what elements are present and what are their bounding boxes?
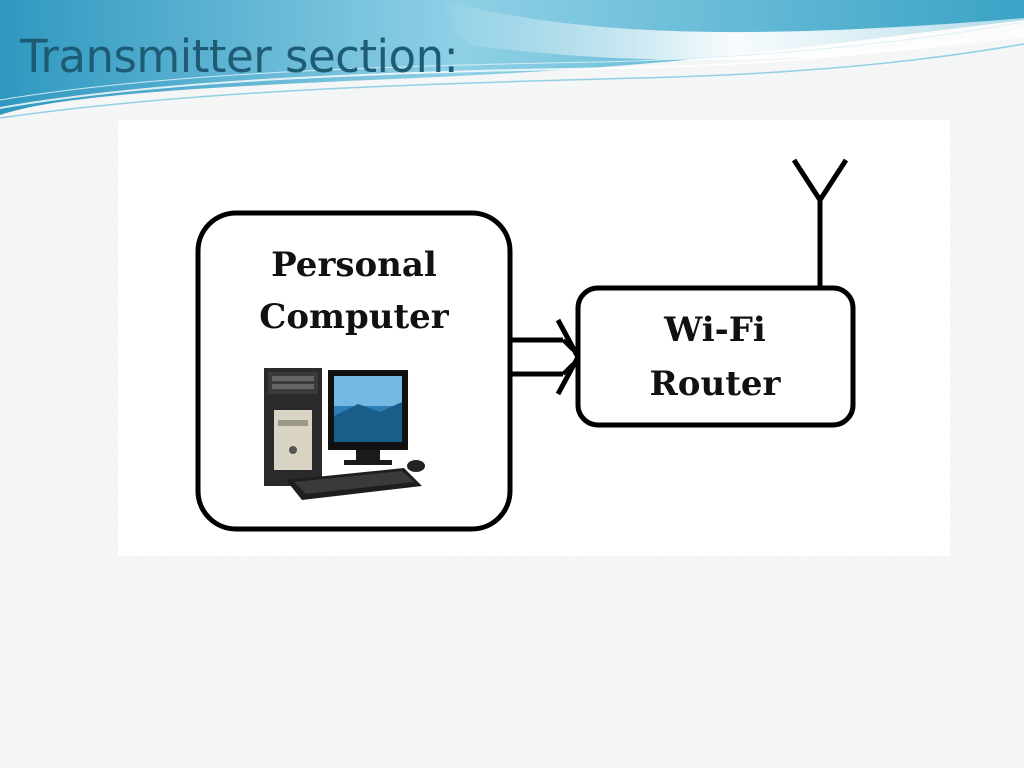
antenna-icon	[791, 158, 849, 288]
pc-label-line-1: Personal	[271, 245, 437, 285]
desktop-computer-icon	[264, 368, 425, 500]
pc-label-line-2: Computer	[259, 297, 450, 337]
block-diagram-svg: Personal Computer	[195, 158, 856, 532]
router-node: Wi-Fi Router	[575, 158, 856, 428]
router-label-line-2: Router	[650, 364, 782, 404]
slide-title: Transmitter section:	[20, 30, 459, 83]
pc-to-router-arrow	[510, 318, 581, 396]
router-box	[575, 285, 856, 428]
block-diagram: Personal Computer	[118, 120, 950, 556]
header-swoosh	[0, 0, 1024, 119]
router-label-line-1: Wi-Fi	[663, 310, 766, 350]
pc-node: Personal Computer	[195, 210, 513, 532]
